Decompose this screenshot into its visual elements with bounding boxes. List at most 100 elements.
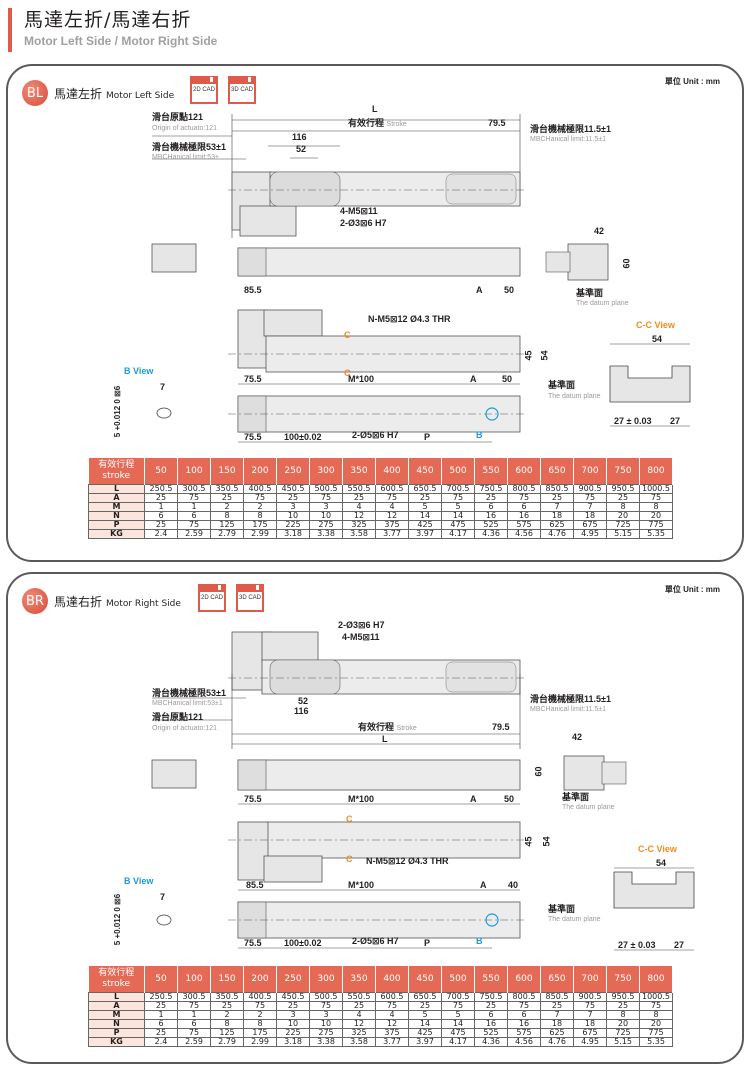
dim-stroke: 有效行程 Stroke [348,118,407,130]
table-cell: 525 [474,1027,508,1038]
slider-carriage [269,659,341,695]
dim-79-5: 79.5 [492,722,510,732]
cad-2d-label: 2D CAD [200,595,223,601]
row-label: P [88,519,145,530]
table-cell: 4 [342,501,376,512]
nm5-callout: N-M5⊠12 Ø4.3 THR [368,314,451,324]
table-cell: 3.38 [309,528,343,539]
table-cell: 3.77 [375,528,409,539]
table-cell: 25 [342,492,376,503]
table-cell: 225 [276,519,310,530]
table-cell: 25 [144,519,178,530]
section-c-top: C [344,330,351,340]
table-cell: 7 [540,1009,574,1020]
b-view-marker [485,407,499,421]
table-cell: 450.5 [276,991,310,1002]
table-cell: 10 [309,510,343,521]
row-label: KG [88,528,145,539]
row-label: N [88,1018,145,1029]
table-cell: 650.5 [408,483,442,494]
table-cell: 950.5 [606,991,640,1002]
dim-A: A [480,880,487,890]
dim-P: P [424,938,431,948]
end-view-right [563,755,605,791]
stroke-column-header: 200 [243,966,277,992]
table-cell: 4 [342,1009,376,1020]
slider-carriage [269,171,341,207]
table-cell: 400.5 [243,991,277,1002]
stroke-column-header: 100 [177,966,211,992]
dim-75-5: 75.5 [244,938,262,948]
technical-drawing: L 有效行程 Stroke 79.5 116 52 滑台原點121 Origin… [8,66,746,456]
stroke-column-header: 600 [507,966,541,992]
stroke-column-header: 800 [639,458,673,484]
section-title-en: Motor Right Side [106,599,181,609]
table-cell: 4.76 [540,1036,574,1047]
limit11-label-en: MBCHanical limit:11.5±1 [530,136,607,143]
table-cell: 8 [606,1009,640,1020]
table-cell: 750.5 [474,483,508,494]
table-cell: 16 [507,510,541,521]
table-cell: 6 [177,510,211,521]
table-cell: 800.5 [507,991,541,1002]
row-label: P [88,1027,145,1038]
cc-dim-54: 54 [652,334,663,344]
table-cell: 3 [309,1009,343,1020]
table-cell: 7 [573,501,607,512]
table-cell: 5 [441,1009,475,1020]
cad-3d-download-button[interactable]: 3D CAD [228,76,256,104]
table-cell: 225 [276,1027,310,1038]
table-cell: 800.5 [507,483,541,494]
dim-52: 52 [296,144,307,154]
dim-42: 42 [594,226,605,236]
row-label: M [88,501,145,512]
limit11-label: 滑台機械極限11.5±1 [530,694,611,704]
actuator-body-side [237,759,521,791]
stroke-column-header: 700 [573,458,607,484]
table-cell: 2 [210,501,244,512]
table-cell: 75 [243,1000,277,1011]
dim-stroke-zh: 有效行程 [358,722,395,732]
cad-3d-download-button[interactable]: 3D CAD [236,584,264,612]
stroke-column-header: 750 [606,458,640,484]
pin5-callout: 2-Ø5⊠6 H7 [352,936,399,946]
table-cell: 3 [276,1009,310,1020]
table-cell: 250.5 [144,991,178,1002]
table-cell: 450.5 [276,483,310,494]
stroke-column-header: 250 [276,458,310,484]
b-view-7: 7 [160,382,166,392]
stroke-column-header: 750 [606,966,640,992]
unit-label: 單位 Unit : mm [664,77,720,86]
table-cell: 1 [177,1009,211,1020]
end-view-right [567,243,609,281]
limit11-label-en: MBCHanical limit:11.5±1 [530,706,607,713]
table-cell: 1 [144,501,178,512]
motor-body [239,205,297,237]
table-cell: 300.5 [177,483,211,494]
b-view-hole [156,914,172,926]
dim-45: 45 [523,350,534,361]
table-cell: 3.97 [408,528,442,539]
table-cell: 625 [540,1027,574,1038]
table-cell: 3.58 [342,528,376,539]
table-cell: 10 [309,1018,343,1029]
table-cell: 7 [573,1009,607,1020]
stroke-column-header: 200 [243,458,277,484]
table-cell: 3.58 [342,1036,376,1047]
stroke-column-header: 700 [573,966,607,992]
page-title: 馬達左折/馬達右折 [24,9,192,31]
nm5-callout: N-M5⊠12 Ø4.3 THR [366,856,449,866]
table-cell: 14 [408,1018,442,1029]
cad-2d-download-button[interactable]: 2D CAD [190,76,218,104]
table-cell: 25 [210,1000,244,1011]
table-cell: 12 [375,1018,409,1029]
table-cell: 2.4 [144,1036,178,1047]
table-cell: 275 [309,519,343,530]
dim-100: 100±0.02 [284,938,322,948]
table-cell: 16 [474,510,508,521]
cad-2d-download-button[interactable]: 2D CAD [198,584,226,612]
table-cell: 600.5 [375,991,409,1002]
section-title-zh: 馬達右折 [54,595,103,609]
